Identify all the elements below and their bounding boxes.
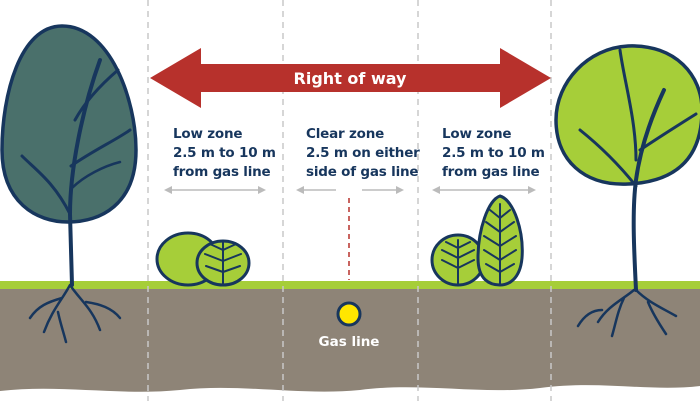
zone-distance: 2.5 m to 10 m (442, 145, 545, 161)
zone-title: Low zone (173, 126, 243, 142)
zone-title: Clear zone (306, 126, 385, 142)
zone-distance: 2.5 m to 10 m (173, 145, 276, 161)
right-low-zone-text: Low zone 2.5 m to 10 m from gas line (442, 125, 545, 182)
gas-line-label: Gas line (319, 334, 380, 350)
right-shrubs (430, 194, 524, 287)
left-shrubs (155, 231, 251, 287)
zone-reference: side of gas line (306, 164, 419, 180)
soil (0, 289, 700, 392)
dimension-arrows (164, 186, 536, 194)
zone-distance: 2.5 m on either (306, 145, 420, 161)
zone-reference: from gas line (442, 164, 540, 180)
left-tree (0, 24, 138, 344)
right-tree (554, 44, 700, 338)
right-of-way-label: Right of way (294, 69, 407, 88)
zone-title: Low zone (442, 126, 512, 142)
clear-zone-text: Clear zone 2.5 m on either side of gas l… (306, 125, 420, 182)
grass-strip (0, 281, 700, 289)
gas-pipe (336, 301, 362, 327)
left-low-zone-text: Low zone 2.5 m to 10 m from gas line (173, 125, 276, 182)
right-of-way-arrow (150, 48, 551, 108)
zone-reference: from gas line (173, 164, 271, 180)
